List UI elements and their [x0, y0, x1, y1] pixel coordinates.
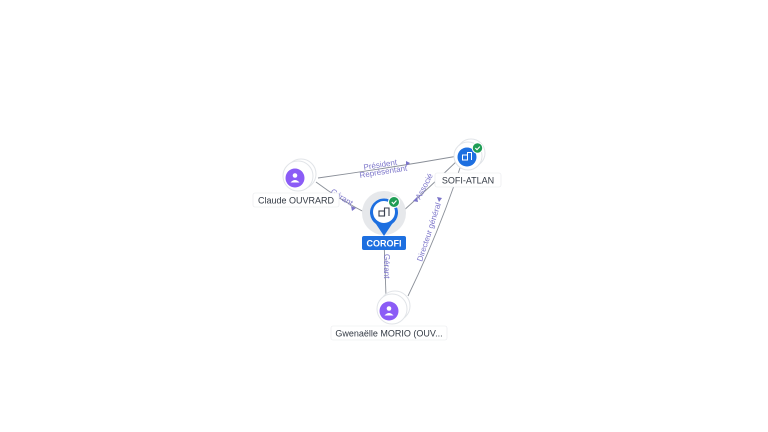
edge-label-associe: Associé: [414, 171, 435, 200]
node-label-claude-ouvrard: Claude OUVRARD: [258, 196, 335, 206]
arrow-icon: [406, 161, 410, 166]
node-claude-ouvrard[interactable]: Claude OUVRARD: [252, 158, 340, 208]
arrow-icon: [437, 197, 442, 202]
node-sofi-atlan[interactable]: SOFI-ATLAN: [434, 138, 502, 188]
person-icon: [290, 173, 300, 183]
arrow-icon: [351, 206, 356, 211]
edge-claude-sofi[interactable]: [317, 155, 459, 179]
edge-label-directeur-general: Directeur général: [415, 201, 443, 262]
verified-check-icon: [388, 196, 400, 208]
person-icon: [384, 306, 394, 316]
verified-check-icon: [471, 142, 484, 154]
node-label-gwenaelle-morio: Gwenaëlle MORIO (OUV...: [335, 329, 442, 339]
node-label-corofi: COROFI: [367, 239, 402, 249]
building-icon: [462, 152, 472, 161]
building-icon: [378, 207, 390, 217]
node-gwenaelle-morio[interactable]: Gwenaëlle MORIO (OUV...: [330, 290, 448, 341]
arrow-icon: [413, 197, 418, 202]
edge-sofi-corofi[interactable]: [401, 159, 459, 213]
edge-label-gerant-gwen: Gérant: [382, 254, 391, 279]
node-corofi[interactable]: COROFI: [362, 191, 406, 250]
node-label-sofi-atlan: SOFI-ATLAN: [442, 176, 494, 186]
